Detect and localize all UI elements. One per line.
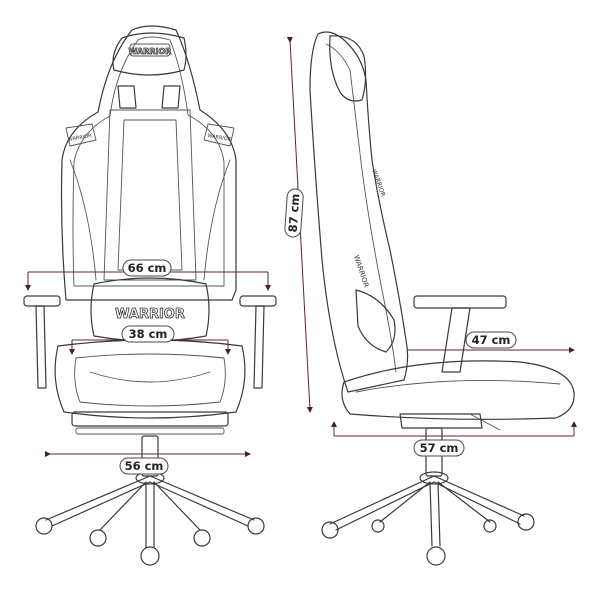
- left-wing-logo: WARRIOR: [68, 133, 93, 143]
- dimension-56cm: 56 cm: [45, 451, 251, 475]
- label-66cm: 66 cm: [128, 261, 167, 275]
- side-logo-upper: WARRIOR: [370, 168, 386, 197]
- right-wing-logo: WARRIOR: [207, 133, 232, 143]
- lumbar-logo: WARRIOR: [115, 307, 185, 322]
- dimension-57cm: 57 cm: [331, 421, 577, 457]
- label-57cm: 57 cm: [420, 441, 459, 455]
- headrest-logo: WARRIOR: [129, 47, 172, 56]
- dimension-47cm: 47 cm: [408, 331, 575, 353]
- dimension-87cm: 87 cm: [284, 36, 313, 413]
- dimension-38cm: 38 cm: [69, 325, 231, 355]
- label-87cm: 87 cm: [286, 193, 303, 233]
- side-logo-lower: WARRIOR: [352, 254, 370, 288]
- side-view-chair: WARRIOR WARRIOR: [309, 31, 575, 566]
- front-view-chair: WARRIOR WARRIOR WARRIOR WARRIOR: [23, 25, 277, 566]
- label-56cm: 56 cm: [125, 459, 164, 473]
- label-38cm: 38 cm: [129, 327, 168, 341]
- label-47cm: 47 cm: [472, 333, 511, 347]
- dimension-66cm: 66 cm: [25, 259, 271, 291]
